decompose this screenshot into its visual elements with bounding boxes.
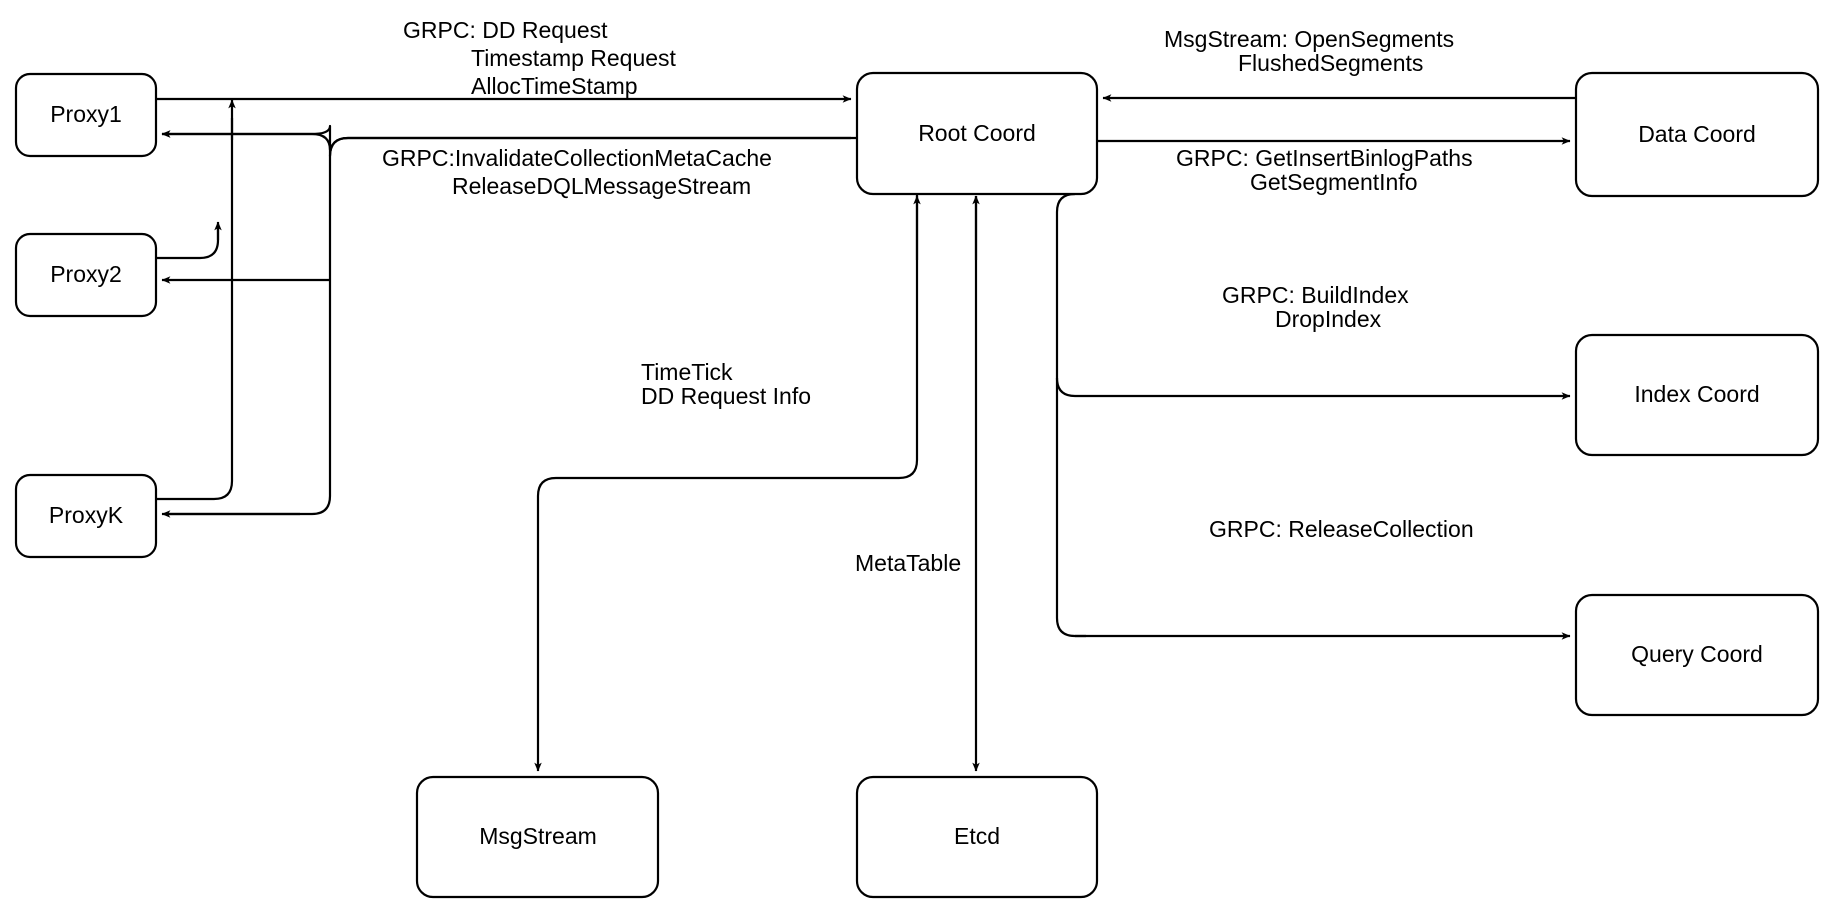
- node-querycoord[interactable]: Query Coord: [1574, 593, 1820, 717]
- edge-rootcoord-return-trunk: [166, 136, 857, 516]
- edge-label-line: GRPC: BuildIndex: [1222, 282, 1409, 308]
- node-proxyk[interactable]: ProxyK: [14, 473, 158, 559]
- node-etcd-label: Etcd: [954, 823, 1000, 849]
- edge-label-proxy-to-root: GRPC: DD Request Timestamp Request Alloc…: [403, 17, 677, 99]
- nodes-layer: Proxy1 Proxy2 ProxyK Root Coord Data Coo…: [14, 71, 1820, 899]
- edge-label-line: AllocTimeStamp: [471, 73, 638, 99]
- edge-rootcoord-bottom-trunk: [1055, 192, 1086, 638]
- edge-label-line: FlushedSegments: [1238, 50, 1423, 76]
- node-proxyk-label: ProxyK: [49, 502, 124, 528]
- edge-proxyk-to-riser: [156, 118, 234, 501]
- edges-layer: [156, 94, 1576, 772]
- edge-label-datacoord-to-root: MsgStream: OpenSegments FlushedSegments: [1164, 26, 1454, 76]
- node-rootcoord-label: Root Coord: [918, 120, 1036, 146]
- edge-label-root-to-etcd: MetaTable: [855, 550, 961, 576]
- edge-label-line: MsgStream: OpenSegments: [1164, 26, 1454, 52]
- edge-label-line: ReleaseDQLMessageStream: [452, 173, 751, 199]
- edge-label-line: Timestamp Request: [471, 45, 677, 71]
- edge-proxy2-to-riser: [156, 228, 220, 260]
- node-proxy1-box[interactable]: [14, 72, 158, 158]
- node-rootcoord-box[interactable]: [855, 71, 1099, 196]
- edge-rootcoord-to-indexcoord: [1055, 377, 1571, 400]
- node-proxy2-box[interactable]: [14, 232, 158, 318]
- edge-rootcoord-to-msgstream: [534, 194, 919, 772]
- node-indexcoord[interactable]: Index Coord: [1574, 333, 1820, 457]
- edge-label-line: DD Request Info: [641, 383, 811, 409]
- edge-label-line: GRPC: ReleaseCollection: [1209, 516, 1474, 542]
- node-querycoord-label: Query Coord: [1631, 641, 1763, 667]
- node-etcd[interactable]: Etcd: [855, 775, 1099, 899]
- edge-label-root-to-querycoord: GRPC: ReleaseCollection: [1209, 516, 1474, 542]
- node-msgstream[interactable]: MsgStream: [415, 775, 660, 899]
- edge-label-line: DropIndex: [1275, 306, 1382, 332]
- edge-label-line: GRPC: DD Request: [403, 17, 608, 43]
- node-proxy1-label: Proxy1: [50, 101, 122, 127]
- edge-label-line: GRPC: GetInsertBinlogPaths: [1176, 145, 1473, 171]
- node-proxy2-label: Proxy2: [50, 261, 122, 287]
- edge-labels-layer: GRPC: DD Request Timestamp Request Alloc…: [382, 17, 1474, 576]
- node-datacoord-label: Data Coord: [1638, 121, 1756, 147]
- edge-return-branch-proxy1: [161, 130, 332, 151]
- node-indexcoord-box[interactable]: [1574, 333, 1820, 457]
- node-etcd-box[interactable]: [855, 775, 1099, 899]
- edge-label-root-to-proxy: GRPC:InvalidateCollectionMetaCache Relea…: [382, 145, 772, 199]
- node-proxy1[interactable]: Proxy1: [14, 72, 158, 158]
- node-querycoord-box[interactable]: [1574, 593, 1820, 717]
- node-datacoord[interactable]: Data Coord: [1574, 71, 1820, 198]
- edge-label-line: GRPC:InvalidateCollectionMetaCache: [382, 145, 772, 171]
- node-datacoord-box[interactable]: [1574, 71, 1820, 198]
- node-proxy2[interactable]: Proxy2: [14, 232, 158, 318]
- node-rootcoord[interactable]: Root Coord: [855, 71, 1099, 196]
- node-msgstream-label: MsgStream: [479, 823, 597, 849]
- edge-label-line: GetSegmentInfo: [1250, 169, 1418, 195]
- edge-label-root-to-indexcoord: GRPC: BuildIndex DropIndex: [1222, 282, 1409, 332]
- node-indexcoord-label: Index Coord: [1634, 381, 1759, 407]
- edge-label-line: TimeTick: [641, 359, 733, 385]
- node-proxyk-box[interactable]: [14, 473, 158, 559]
- edge-label-root-to-msgstream: TimeTick DD Request Info: [641, 359, 811, 409]
- edge-label-line: MetaTable: [855, 550, 961, 576]
- edge-label-root-to-datacoord: GRPC: GetInsertBinlogPaths GetSegmentInf…: [1176, 145, 1473, 195]
- node-msgstream-box[interactable]: [415, 775, 660, 899]
